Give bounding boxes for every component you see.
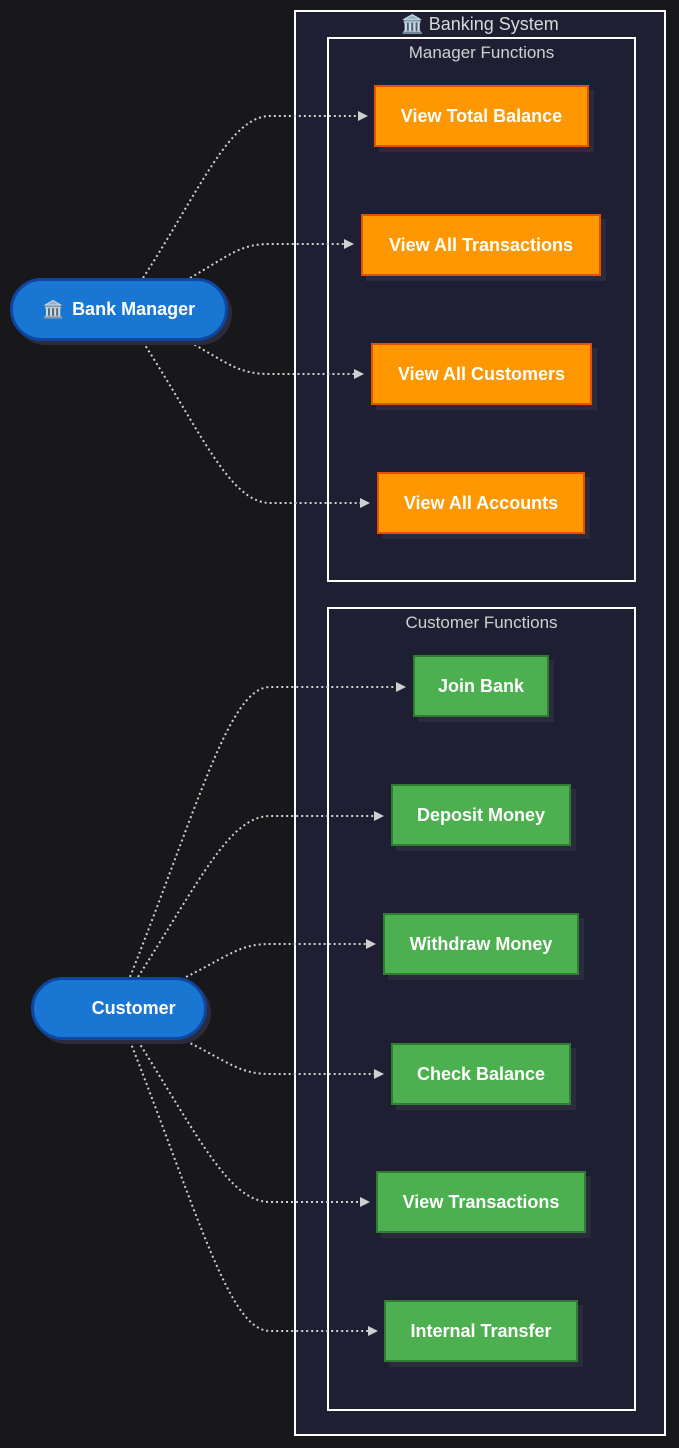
edge-customer-internal-transfer	[129, 1040, 378, 1336]
actor-customer[interactable]: 👤 Customer	[31, 977, 207, 1040]
person-icon: 👤	[62, 998, 84, 1018]
fn-view-all-customers[interactable]: View All Customers	[371, 343, 592, 405]
edge-customer-view-transactions	[137, 1040, 370, 1207]
fn-view-total-balance[interactable]: View Total Balance	[374, 85, 589, 147]
edge-manager-view-all-transactions	[189, 239, 354, 279]
edge-customer-join-bank	[129, 682, 406, 978]
actor-bank-manager[interactable]: 🏛️ Bank Manager	[10, 278, 228, 341]
edge-customer-check-balance	[185, 1040, 384, 1079]
edge-customer-withdraw-money	[185, 939, 376, 978]
customer-functions-title: Customer Functions	[405, 613, 558, 632]
fn-deposit-money[interactable]: Deposit Money	[391, 784, 571, 846]
edge-manager-view-all-accounts	[142, 341, 370, 508]
fn-check-balance[interactable]: Check Balance	[391, 1043, 571, 1105]
manager-functions-title: Manager Functions	[408, 43, 555, 62]
bank-icon: 🏛️	[42, 299, 65, 319]
edge-manager-view-total-balance	[142, 111, 368, 279]
actor-customer-label: Customer	[91, 998, 176, 1018]
customer-functions-group	[327, 607, 636, 1411]
fn-view-transactions[interactable]: View Transactions	[376, 1171, 586, 1233]
fn-withdraw-money[interactable]: Withdraw Money	[383, 913, 579, 975]
system-title-text: Banking System	[428, 14, 559, 34]
edge-customer-deposit-money	[137, 811, 384, 978]
fn-internal-transfer[interactable]: Internal Transfer	[384, 1300, 578, 1362]
system-title: 🏛️ Banking System	[294, 12, 666, 36]
fn-view-all-transactions[interactable]: View All Transactions	[361, 214, 601, 276]
fn-join-bank[interactable]: Join Bank	[413, 655, 549, 717]
actor-bank-manager-label: Bank Manager	[72, 299, 196, 319]
fn-view-all-accounts[interactable]: View All Accounts	[377, 472, 585, 534]
edge-manager-view-all-customers	[189, 341, 364, 379]
bank-icon: 🏛️	[401, 14, 424, 34]
